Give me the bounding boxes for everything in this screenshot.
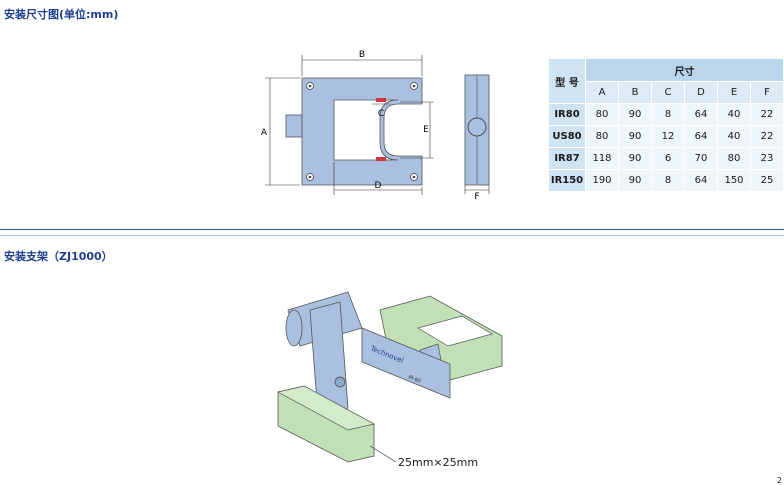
row-model: IR80: [548, 103, 586, 126]
dimension-drawing-side: F: [464, 74, 490, 200]
section-divider: [0, 229, 784, 230]
cell: 40: [717, 103, 751, 126]
col-header-f: F: [750, 81, 784, 104]
col-header-c: C: [651, 81, 685, 104]
cell: 8: [651, 169, 685, 192]
cell: 118: [585, 147, 619, 170]
cell: 64: [684, 125, 718, 148]
cell: 90: [618, 147, 652, 170]
section-title-dimensions: 安装尺寸图(单位:mm): [4, 8, 119, 21]
col-header-e: E: [717, 81, 751, 104]
table-row: US80 80 90 12 64 40 22: [548, 125, 784, 148]
page-number: 2: [776, 476, 782, 485]
dimension-drawing-front: B A C D E: [261, 50, 434, 195]
table-header-size: 尺寸: [585, 58, 784, 82]
cell: 80: [717, 147, 751, 170]
row-model: US80: [548, 125, 586, 148]
cell: 80: [585, 125, 619, 148]
col-header-a: A: [585, 81, 619, 104]
cell: 6: [651, 147, 685, 170]
cell: 80: [585, 103, 619, 126]
cell: 22: [750, 125, 784, 148]
dim-label-b: B: [359, 50, 365, 60]
dim-label-c: C: [378, 109, 384, 119]
bracket-model-text: IR-80: [407, 374, 421, 384]
cell: 150: [717, 169, 751, 192]
col-header-b: B: [618, 81, 652, 104]
table-row: IR150 190 90 8 64 150 25: [548, 169, 784, 192]
dim-label-a: A: [261, 128, 268, 138]
table-row: IR80 80 90 8 64 40 22: [548, 103, 784, 126]
cell: 70: [684, 147, 718, 170]
section-divider-light: [0, 235, 784, 236]
dimension-table: 型 号 尺寸 A B C D E F IR80 80 90 8 64 40 22…: [548, 58, 784, 192]
dim-label-f: F: [474, 192, 479, 200]
table-row: IR87 118 90 6 70 80 23: [548, 147, 784, 170]
cell: 64: [684, 103, 718, 126]
cell: 12: [651, 125, 685, 148]
cell: 40: [717, 125, 751, 148]
dim-label-e: E: [423, 125, 429, 135]
cell: 22: [750, 103, 784, 126]
cell: 90: [618, 103, 652, 126]
cell: 64: [684, 169, 718, 192]
cell: 90: [618, 125, 652, 148]
cell: 90: [618, 169, 652, 192]
cell: 8: [651, 103, 685, 126]
bracket-size-label: 25mm×25mm: [398, 456, 478, 469]
col-header-d: D: [684, 81, 718, 104]
bracket-illustration: Technovel IR-80 25mm×25mm: [277, 291, 503, 469]
cell: 23: [750, 147, 784, 170]
table-header-model: 型 号: [548, 58, 586, 104]
row-model: IR150: [548, 169, 586, 192]
section-title-bracket: 安装支架（ZJ1000）: [4, 250, 113, 263]
dim-label-d: D: [375, 181, 382, 191]
row-model: IR87: [548, 147, 586, 170]
cell: 190: [585, 169, 619, 192]
cell: 25: [750, 169, 784, 192]
